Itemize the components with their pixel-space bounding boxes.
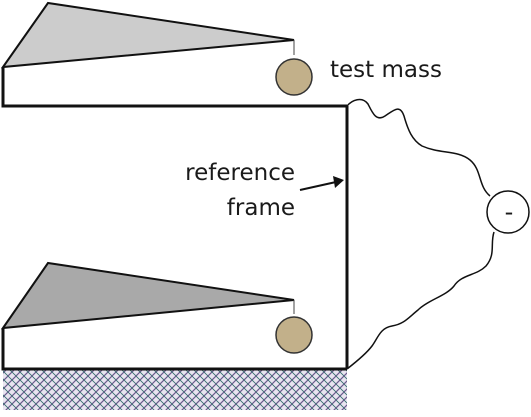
test-mass-label: test mass bbox=[330, 57, 442, 83]
detector-circle bbox=[486, 190, 530, 234]
ground-hatch bbox=[3, 368, 347, 410]
reference-frame-label-line1: reference bbox=[185, 160, 295, 186]
detector-symbol: - bbox=[505, 198, 514, 226]
upper-spring-wedge bbox=[0, 1, 295, 69]
lower-signal-wire bbox=[346, 231, 495, 370]
reference-frame-arrow bbox=[299, 181, 337, 191]
lower-spring-wedge bbox=[0, 261, 295, 330]
arrow-head-icon bbox=[333, 176, 344, 188]
upper-signal-wire bbox=[346, 98, 491, 197]
upper-test-mass bbox=[275, 58, 313, 96]
lower-test-mass bbox=[275, 316, 313, 354]
reference-frame-base bbox=[1, 328, 347, 371]
reference-frame-label-line2: frame bbox=[227, 195, 295, 221]
reference-frame-upper-arm bbox=[1, 67, 347, 108]
